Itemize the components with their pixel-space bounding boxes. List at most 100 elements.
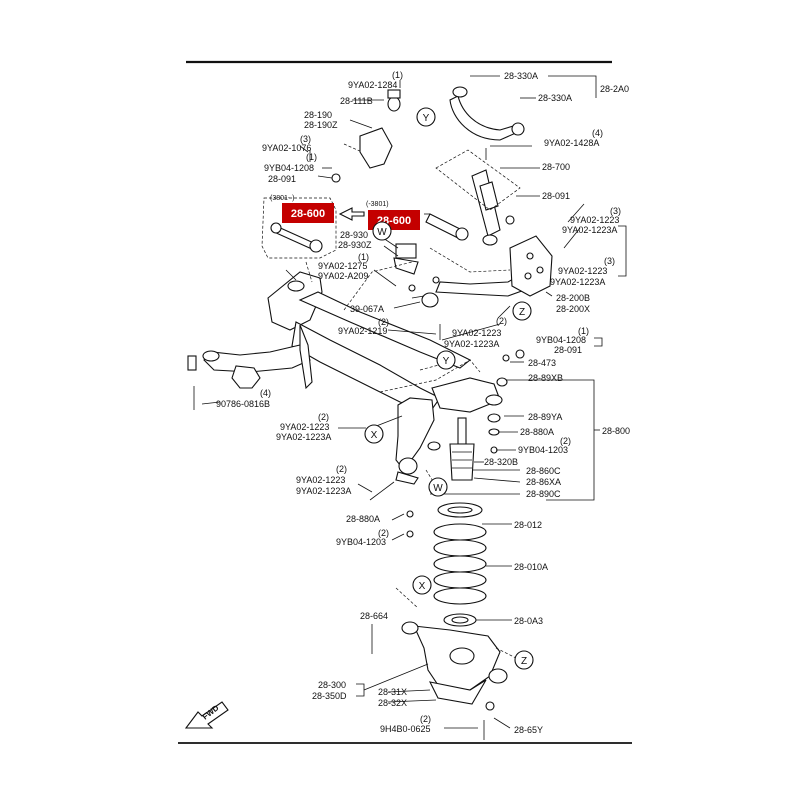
qty-label: (4) <box>260 388 271 398</box>
upper-lateral-link <box>449 86 525 141</box>
part-number-label: 28-800 <box>602 426 630 436</box>
part-number-label: 28-2A0 <box>600 84 629 94</box>
part-number-label: 28-091 <box>542 191 570 201</box>
part-number-label: 9YA02-1223 <box>280 422 329 432</box>
part-number-label: 28-930 <box>340 230 368 240</box>
part-number-label: 28-880A <box>520 427 554 437</box>
part-number-label: 28-890C <box>526 489 561 499</box>
part-number-label: 9YA02-1223 <box>296 475 345 485</box>
bolts <box>193 148 585 740</box>
qty-label: (2) <box>378 528 389 538</box>
part-number-label: 28-350D <box>312 691 347 701</box>
part-number-label: 28-012 <box>514 520 542 530</box>
part-number-label: 28-89YA <box>528 412 562 422</box>
fwd-arrow: FWD <box>184 701 229 729</box>
circle-x-low: X <box>419 581 426 592</box>
callout-left-text: 28-600 <box>291 208 325 220</box>
qty-label: (2) <box>378 317 389 327</box>
circle-w-mid: W <box>433 483 443 494</box>
qty-label: (4) <box>592 128 603 138</box>
qty-label: (3) <box>604 256 615 266</box>
circle-w-upper: W <box>377 227 387 238</box>
qty-label: (2) <box>336 464 347 474</box>
part-number-label: 9H4B0-0625 <box>380 724 431 734</box>
part-number-label: 28-473 <box>528 358 556 368</box>
qty-label: (2) <box>420 714 431 724</box>
qty-label: (2) <box>496 316 507 326</box>
circle-z-upper: Z <box>519 307 525 318</box>
qty-label: (1) <box>306 152 317 162</box>
part-number-label: 9YB04-1203 <box>336 537 386 547</box>
part-number-label: 28-200B <box>556 293 590 303</box>
part-number-label: 28-200X <box>556 304 590 314</box>
leader-lines <box>201 75 627 729</box>
part-number-label: 28-330A <box>538 93 572 103</box>
strut-mount-assembly <box>431 377 508 454</box>
part-number-label: 28-0A3 <box>514 616 543 626</box>
part-number-label: 9YA02-1223A <box>550 277 605 287</box>
double-arrow <box>338 207 365 221</box>
part-number-label: 9YA02-1223A <box>562 225 617 235</box>
part-number-label: 9YA02-1219 <box>338 326 387 336</box>
qty-label: (1) <box>358 252 369 262</box>
rear-crossmember <box>187 271 472 471</box>
part-number-label: 28-111B <box>340 96 373 106</box>
part-number-label: 28-190 <box>304 110 332 120</box>
shock-absorber-upper <box>471 169 501 246</box>
qty-label: (2) <box>318 412 329 422</box>
lower-bushing-mount <box>395 457 419 485</box>
reference-circles: Y Z W Y X W X Z <box>364 107 534 670</box>
part-number-label: 28-330A <box>504 71 538 81</box>
part-number-label: 28-190Z <box>304 120 338 130</box>
part-number-label: 28-860C <box>526 466 561 476</box>
part-number-label: 28-32X <box>378 698 407 708</box>
part-number-label: 28-86XA <box>526 477 561 487</box>
bracket-code-left: (3801- ) <box>270 195 295 202</box>
part-number-label: 28-300 <box>318 680 346 690</box>
part-number-label: 28-320B <box>484 457 518 467</box>
circle-x-mid: X <box>371 430 378 441</box>
part-number-label: 28-700 <box>542 162 570 172</box>
part-number-label: 9YA02-1223 <box>570 215 619 225</box>
coil-spring <box>433 502 487 627</box>
part-number-label: 28-010A <box>514 562 548 572</box>
callout-left: 28-600 <box>282 203 334 223</box>
circle-y-top: Y <box>423 113 430 124</box>
circle-z-low: Z <box>521 656 527 667</box>
part-labels: (1) 9YA02-1284 28-111B 28-190 28-190Z (3… <box>216 70 630 735</box>
part-number-label: 9YA02-1223 <box>558 266 607 276</box>
link-28-600-right <box>425 213 469 241</box>
bump-stop <box>427 417 475 481</box>
qty-label: (2) <box>560 436 571 446</box>
part-number-label: 9YB04-1203 <box>518 445 568 455</box>
circle-y-mid: Y <box>443 356 450 367</box>
bracket-28-190 <box>359 89 401 169</box>
part-number-label: 28-930Z <box>338 240 372 250</box>
part-number-label: 90786-0816B <box>216 399 270 409</box>
part-number-label: 28-65Y <box>514 725 543 735</box>
part-number-label: 9YA02-A209 <box>318 271 368 281</box>
callout-left-box <box>282 203 334 223</box>
trailing-link <box>421 235 553 308</box>
link-28-600-left <box>270 222 323 253</box>
part-number-label: 28-091 <box>554 345 582 355</box>
part-drawings: FWD <box>184 75 627 740</box>
qty-label: (1) <box>392 70 403 80</box>
qty-label: (3) <box>610 206 621 216</box>
part-number-label: 9YA02-1223A <box>276 432 331 442</box>
part-number-label: 9YA02-1223A <box>444 339 499 349</box>
lower-arm <box>401 621 508 705</box>
part-number-label: 9YA02-1223 <box>452 328 501 338</box>
part-number-label: 39-067A <box>350 304 384 314</box>
part-number-label: 28-664 <box>360 611 388 621</box>
part-number-label: 28-31X <box>378 687 407 697</box>
part-number-label: 9YA02-1428A <box>544 138 599 148</box>
part-number-label: 28-880A <box>346 514 380 524</box>
part-number-label: 28-89XB <box>528 373 563 383</box>
part-number-label: 9YA02-1076 <box>262 143 311 153</box>
part-number-label: 9YB04-1208 <box>536 335 586 345</box>
bracket-code-right: (-3801) <box>366 201 389 208</box>
part-number-label: 9YB04-1208 <box>264 163 314 173</box>
part-number-label: 9YA02-1284 <box>348 80 397 90</box>
